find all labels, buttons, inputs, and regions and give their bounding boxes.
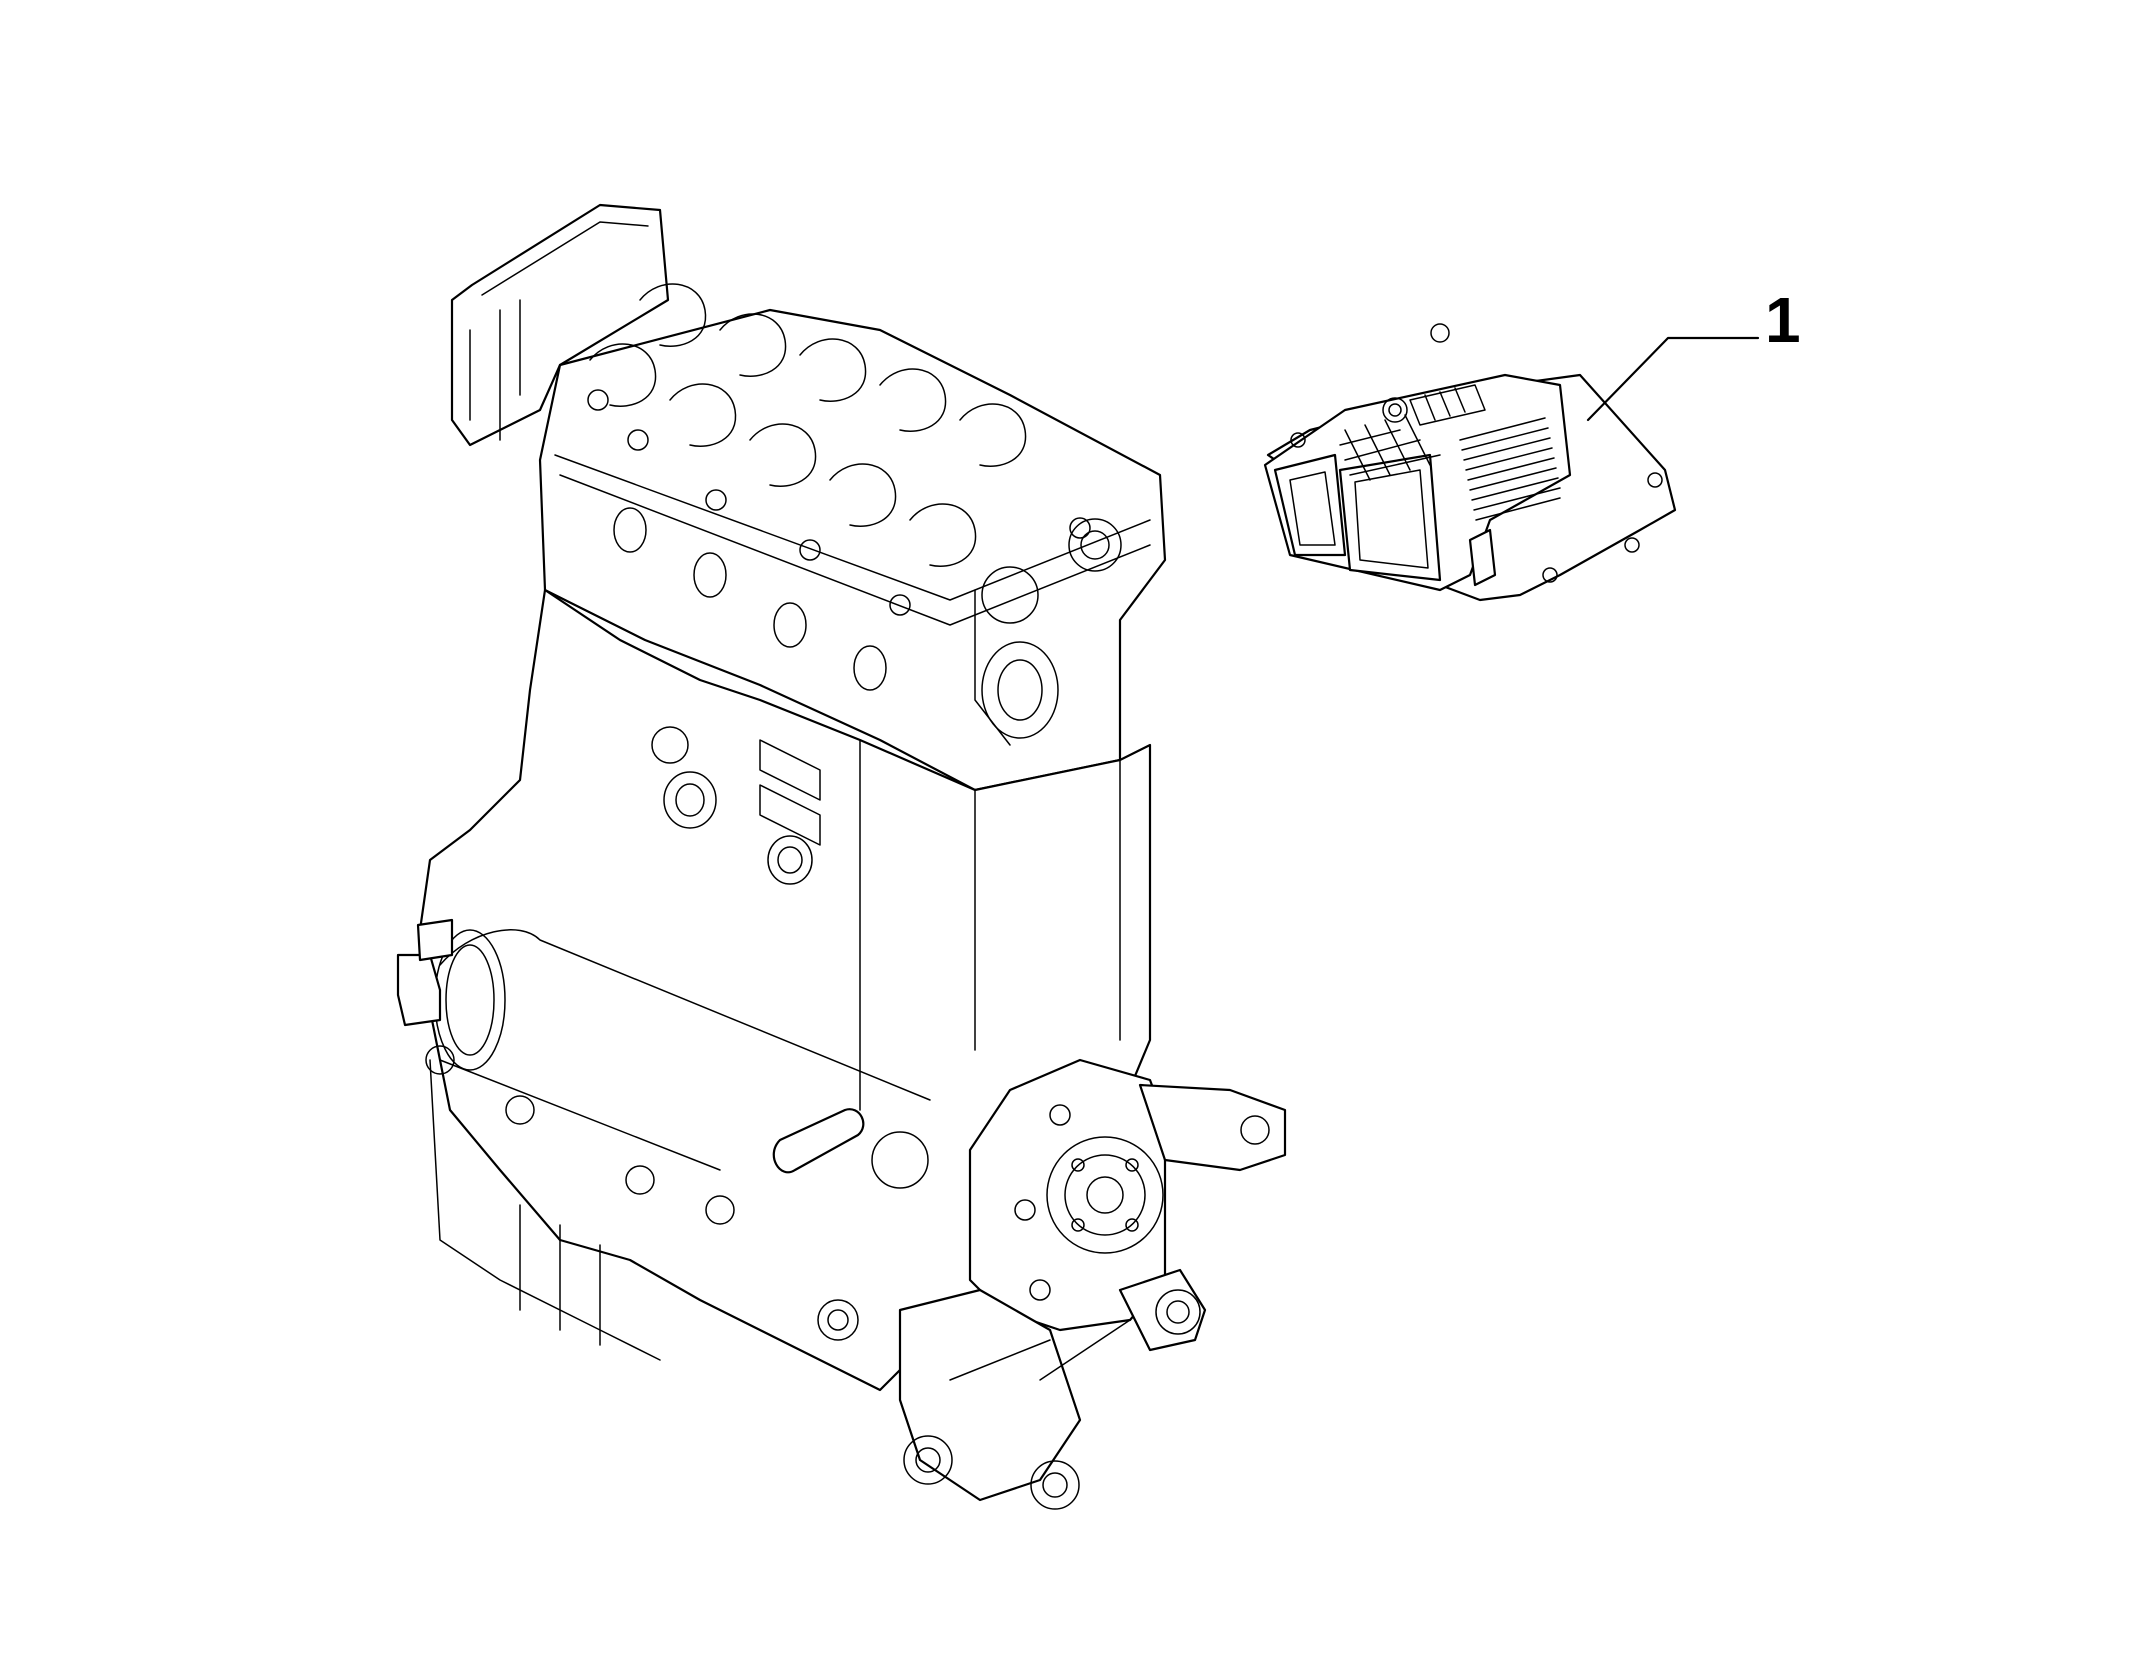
- engine-block: [396, 588, 1287, 1510]
- callout-1: 1: [1586, 284, 1801, 422]
- timing-belt-cover: [450, 203, 670, 447]
- callout-number: 1: [1765, 284, 1801, 356]
- callout-leader-line: [1586, 336, 1760, 422]
- electronic-control-unit[interactable]: [1263, 323, 1677, 602]
- cylinder-head: [538, 283, 1167, 792]
- engine-assembly: [396, 203, 1287, 1510]
